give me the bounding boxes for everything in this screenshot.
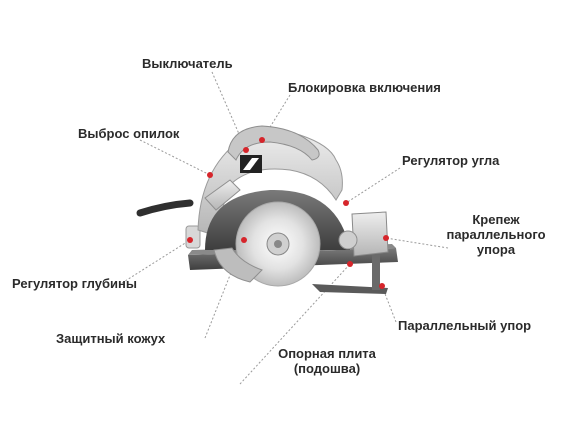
label-angle: Регулятор угла (402, 153, 500, 168)
parallel-fence (312, 284, 388, 294)
label-fence-mount: Крепеж параллельного упора (440, 212, 552, 257)
marker-lock (259, 137, 265, 143)
blade-guard-lower (213, 247, 263, 283)
marker-angle (343, 200, 349, 206)
leader-dust (139, 139, 211, 176)
label-dust: Выброс опилок (78, 126, 180, 141)
callout-markers (187, 137, 389, 289)
marker-fence (379, 283, 385, 289)
label-fence: Параллельный упор (398, 318, 532, 333)
dust-port (204, 179, 241, 211)
marker-depth (187, 237, 193, 243)
label-base-line1: Опорная плита (278, 346, 376, 361)
marker-guard (241, 237, 247, 243)
leader-angle (345, 167, 401, 204)
marker-dust (207, 172, 213, 178)
angle-regulator-knob (338, 230, 358, 250)
fence-mount-block (351, 211, 389, 257)
power-cable (136, 199, 194, 217)
label-switch: Выключатель (142, 56, 233, 71)
label-fence-mount-line3: упора (476, 242, 516, 257)
leader-depth (121, 239, 191, 284)
brand-logo-mark (243, 158, 259, 170)
marker-switch (243, 147, 249, 153)
label-fence-mount-line1: Крепеж (472, 212, 520, 227)
label-base-line2: (подошва) (293, 361, 361, 376)
leader-base (239, 263, 351, 385)
label-fence-mount-line2: параллельного (446, 227, 546, 242)
blade-bolt (274, 240, 282, 248)
label-guard: Защитный кожух (56, 331, 166, 346)
leader-guard (204, 239, 245, 339)
marker-base (347, 261, 353, 267)
fence-arm (372, 246, 380, 290)
marker-fence-mount (383, 235, 389, 241)
label-base: Опорная плита (подошва) (262, 346, 392, 376)
label-lock: Блокировка включения (288, 80, 441, 95)
label-depth: Регулятор глубины (12, 276, 137, 291)
leader-fence-mount (385, 237, 449, 249)
